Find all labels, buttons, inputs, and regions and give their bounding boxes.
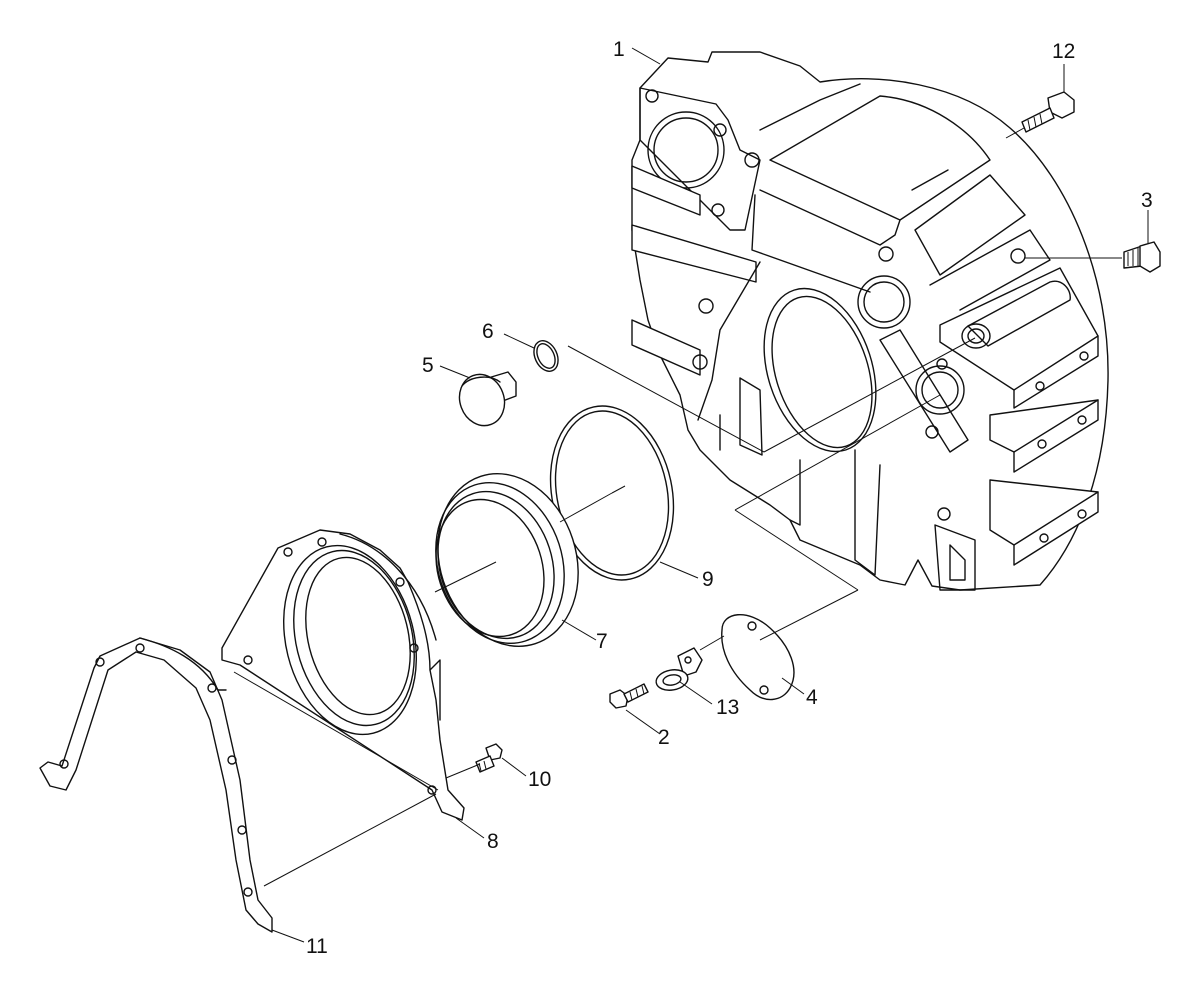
callout-4: 4 [806, 686, 818, 709]
part-8-seal-housing [221, 529, 465, 821]
callout-12: 12 [1052, 40, 1075, 63]
part-3-plug [1123, 241, 1161, 273]
part-1-flywheel-housing [631, 51, 1109, 591]
part-7-seal [435, 473, 579, 647]
callout-10: 10 [528, 768, 551, 791]
part-10-screw [475, 743, 503, 773]
part-6-o-ring [533, 340, 559, 372]
callout-5: 5 [422, 354, 434, 377]
part-12-bolt [1021, 91, 1075, 133]
callout-9: 9 [702, 568, 714, 591]
callout-3: 3 [1141, 189, 1153, 212]
part-11-gasket [39, 637, 273, 933]
callout-1: 1 [613, 38, 625, 61]
callout-2: 2 [658, 726, 670, 749]
assembly-lines [233, 127, 1122, 887]
part-5-plug-cap [458, 371, 517, 427]
part-13-bracket [655, 647, 703, 691]
callout-6: 6 [482, 320, 494, 343]
callout-7: 7 [596, 630, 608, 653]
callout-13: 13 [716, 696, 739, 719]
callout-11: 11 [306, 935, 328, 958]
part-4-cover-plate [721, 613, 795, 701]
callout-8: 8 [487, 830, 499, 853]
leader-lines [271, 47, 1149, 943]
part-2-small-bolt [609, 683, 649, 709]
callout-labels: 1 2 3 4 5 6 7 8 9 10 11 12 13 [306, 38, 1153, 958]
